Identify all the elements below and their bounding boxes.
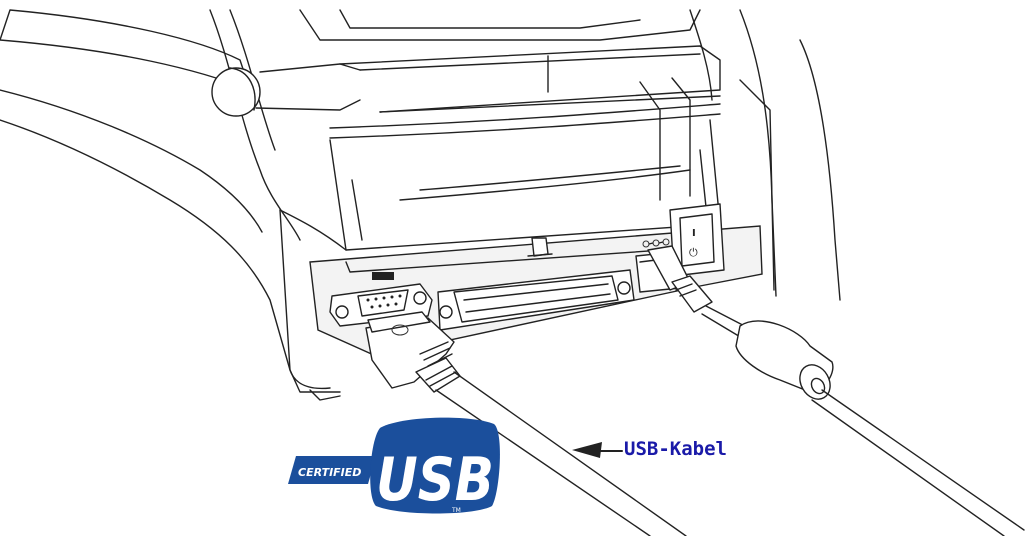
power-dc-icon (642, 238, 670, 248)
parallel-port-icon (437, 269, 635, 331)
power-cable (647, 245, 1025, 536)
logo-certified-text: CERTIFIED (298, 466, 361, 479)
printer-icon (527, 237, 553, 257)
power-switch: I ⏻ (669, 203, 725, 277)
logo-usb-text: USB (376, 445, 494, 515)
callout-arrow (572, 442, 623, 458)
switch-on-symbol: I (692, 228, 696, 239)
printer-rear-housing (279, 77, 775, 401)
usb-cable-label: USB-Kabel (624, 438, 727, 460)
printer-cover (0, 9, 841, 390)
switch-power-symbol: ⏻ (689, 246, 698, 259)
usb-cable (415, 357, 687, 536)
logo-tm-text: TM (451, 507, 461, 514)
certified-usb-logo: CERTIFIED USB TM (288, 417, 500, 515)
